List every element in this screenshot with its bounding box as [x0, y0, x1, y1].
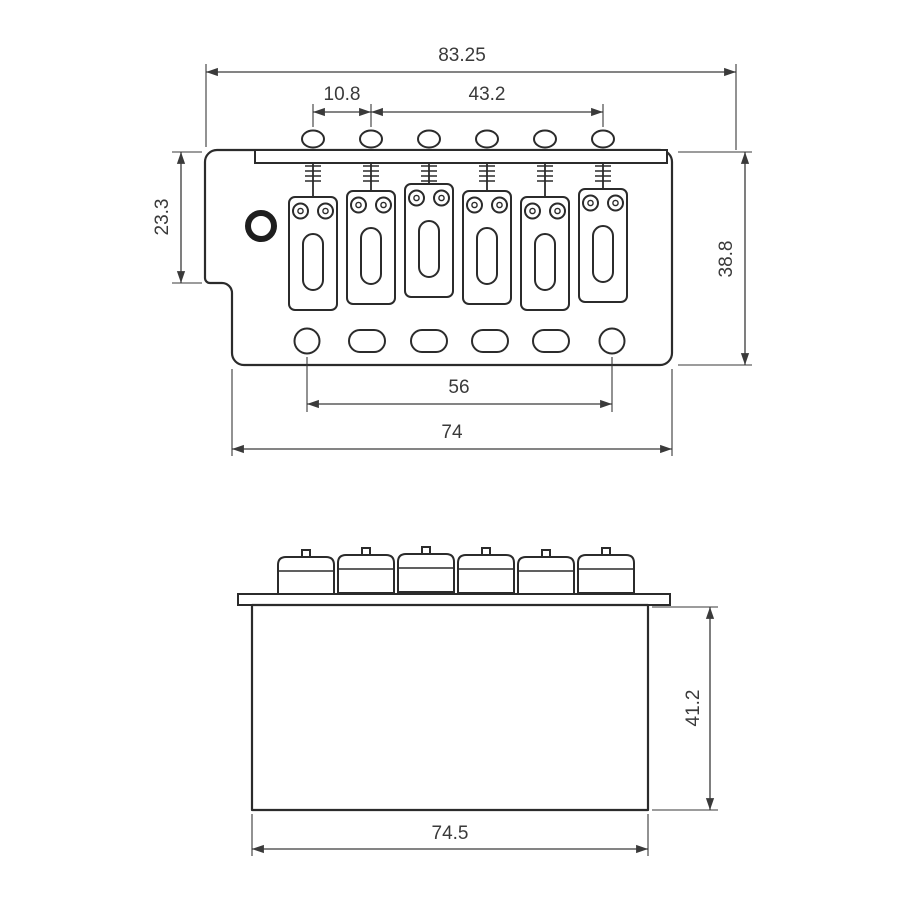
saddle — [578, 188, 628, 303]
saddle-profile — [577, 547, 635, 594]
saddle — [288, 196, 338, 311]
dimension-label: 83.25 — [438, 45, 486, 66]
mounting-hole — [293, 327, 321, 355]
string-post — [301, 129, 325, 149]
trem-arm-hole — [245, 210, 277, 242]
saddle-profile — [277, 549, 335, 596]
saddle — [520, 196, 570, 311]
dimension-label: 56 — [448, 377, 469, 398]
base-plate — [237, 593, 671, 606]
saddle — [346, 190, 396, 305]
dimension-overall-length: 83.25 — [205, 45, 737, 150]
saddle — [462, 190, 512, 305]
saddle-profile — [457, 547, 515, 594]
mounting-hole — [348, 329, 386, 353]
dimension-left-height: 23.3 — [152, 151, 202, 284]
dimension-base-width: 74.5 — [251, 814, 649, 856]
saddle-profiles — [277, 546, 635, 596]
mounting-hole — [532, 329, 570, 353]
side-view: 41.2 74.5 — [237, 546, 718, 856]
saddle-profile — [337, 547, 395, 594]
dimension-label: 41.2 — [683, 690, 704, 727]
saddle — [404, 183, 454, 298]
dimension-label: 74 — [441, 422, 463, 443]
dimension-block-height: 41.2 — [652, 606, 718, 811]
mounting-holes — [293, 327, 626, 355]
mounting-hole — [471, 329, 509, 353]
top-view: 83.25 10.8 43.2 23.3 38.8 — [152, 45, 752, 456]
string-posts — [301, 129, 615, 149]
mounting-hole — [410, 329, 448, 353]
dimension-label: 43.2 — [469, 84, 506, 105]
dimension-label: 74.5 — [432, 823, 469, 844]
saddle-profile — [397, 546, 455, 593]
dimension-hole-span: 56 — [306, 357, 613, 412]
mounting-hole — [598, 327, 626, 355]
string-bar — [254, 149, 668, 164]
dimension-label: 10.8 — [324, 84, 361, 105]
string-post — [417, 129, 441, 149]
dimension-label: 23.3 — [152, 199, 173, 236]
dimension-label: 38.8 — [716, 241, 737, 278]
dimension-plate-depth: 38.8 — [678, 151, 752, 366]
saddle-profile — [517, 549, 575, 596]
dimension-plate-width: 74 — [231, 369, 673, 456]
tremolo-block — [250, 603, 650, 812]
string-post — [591, 129, 615, 149]
string-post — [359, 129, 383, 149]
string-post — [533, 129, 557, 149]
string-post — [475, 129, 499, 149]
dimension-string-spacing: 10.8 43.2 — [312, 84, 604, 127]
